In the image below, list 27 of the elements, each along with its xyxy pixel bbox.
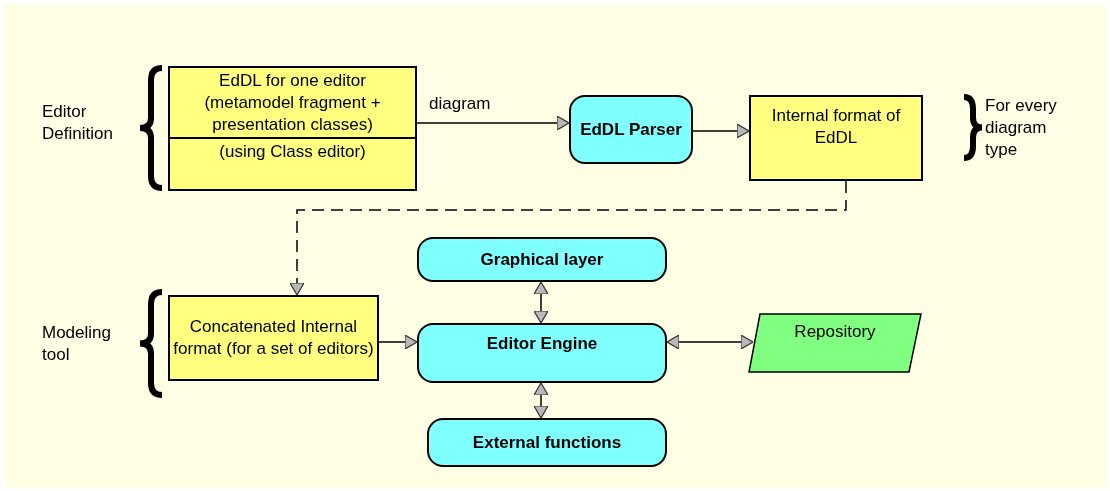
format-box: [749, 95, 923, 181]
functions-box: [427, 418, 667, 467]
node-title: Repository: [794, 321, 876, 343]
arrow: [692, 123, 750, 139]
node-title: Concatenated Internal format (for a set of editors): [172, 316, 375, 360]
layer-box: [417, 237, 667, 282]
definition-box: [168, 66, 417, 191]
group-label: Modeling tool: [42, 322, 112, 366]
node-title: External functions: [472, 431, 622, 454]
node-title: Editor Engine: [486, 333, 598, 355]
dashed-arrow: [289, 180, 847, 296]
node-title: EdDL for one editor (metamodel fragment + presentation classes): [203, 70, 382, 136]
group-label: Editor Definition: [42, 101, 114, 145]
group-label: For every diagram type: [985, 95, 1058, 161]
double-arrow: [666, 334, 754, 350]
arrow: [378, 334, 418, 350]
arrow: [416, 115, 570, 131]
edge-label: diagram: [427, 94, 493, 114]
node-title: Internal format of EdDL: [770, 105, 902, 149]
double-arrow: [533, 382, 549, 419]
engine-box: [417, 323, 667, 383]
format-box: [168, 295, 379, 381]
node-title: Graphical layer: [480, 248, 604, 271]
double-arrow: [533, 281, 549, 324]
node-title: EdDL Parser: [580, 118, 682, 141]
parser-box: [569, 95, 693, 164]
node-note: (using Class editor): [219, 142, 366, 161]
